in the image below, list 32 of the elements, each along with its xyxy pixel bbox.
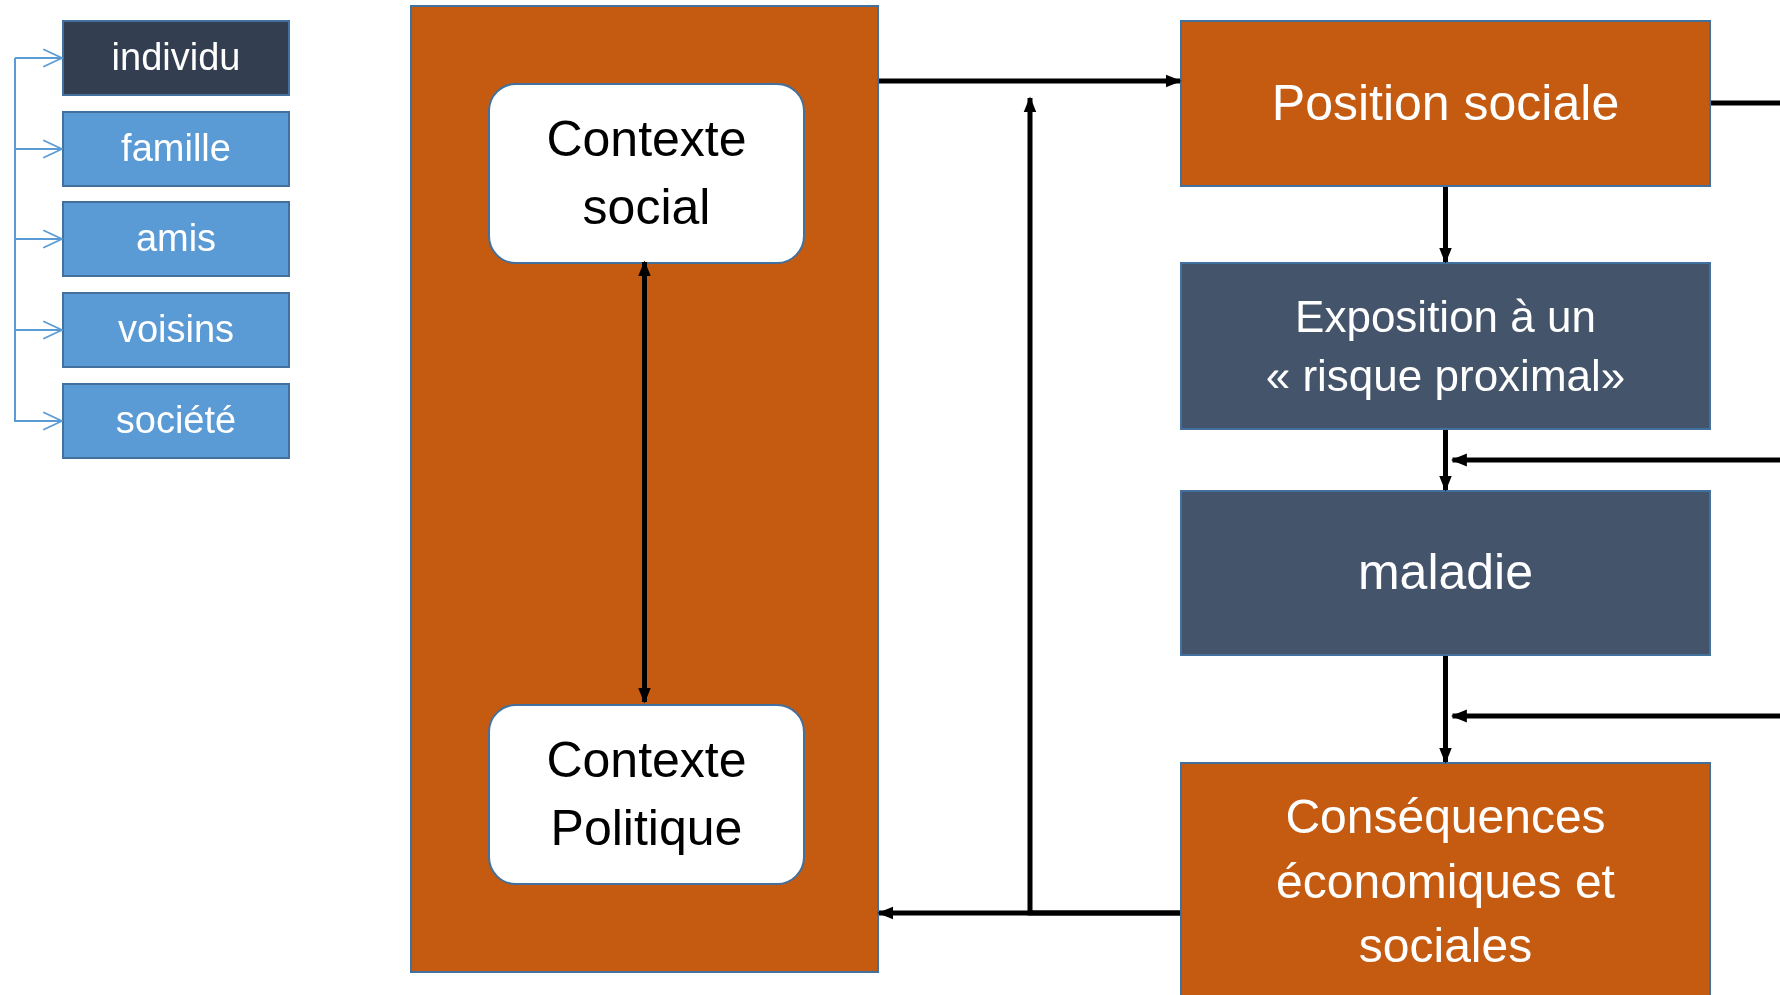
node-label: famille	[121, 126, 231, 172]
node-label: société	[115, 398, 237, 444]
process-box	[1180, 20, 1711, 187]
node-label: Conséquences économiques et sociales	[1275, 788, 1616, 975]
process-box	[1180, 262, 1711, 430]
level-box	[62, 201, 290, 277]
level-box	[62, 111, 290, 187]
arrow	[1450, 453, 1780, 467]
arrow	[879, 74, 1182, 88]
arrow	[1450, 709, 1780, 723]
node-label: Contexte Politique	[545, 731, 748, 858]
panel-box	[410, 5, 879, 973]
rounded-box	[488, 704, 805, 885]
process-box	[1180, 762, 1711, 995]
rounded-box	[488, 83, 805, 264]
level-box	[62, 292, 290, 368]
arrow	[1023, 96, 1180, 916]
arrow	[638, 260, 651, 704]
node-label: voisins	[117, 307, 235, 353]
node-label: Contexte social	[545, 110, 748, 237]
node-label: individu	[111, 35, 241, 81]
node-label: Exposition à un « risque proximal»	[1264, 290, 1627, 402]
arrow	[1439, 430, 1452, 492]
arrow	[1439, 656, 1452, 764]
arrow	[1439, 187, 1452, 264]
node-label: maladie	[1357, 543, 1534, 603]
node-label: Position sociale	[1271, 73, 1620, 133]
connector-arrow	[14, 48, 63, 68]
process-box	[1180, 490, 1711, 656]
level-box	[62, 383, 290, 459]
level-box	[62, 20, 290, 96]
node-label: amis	[135, 216, 217, 262]
